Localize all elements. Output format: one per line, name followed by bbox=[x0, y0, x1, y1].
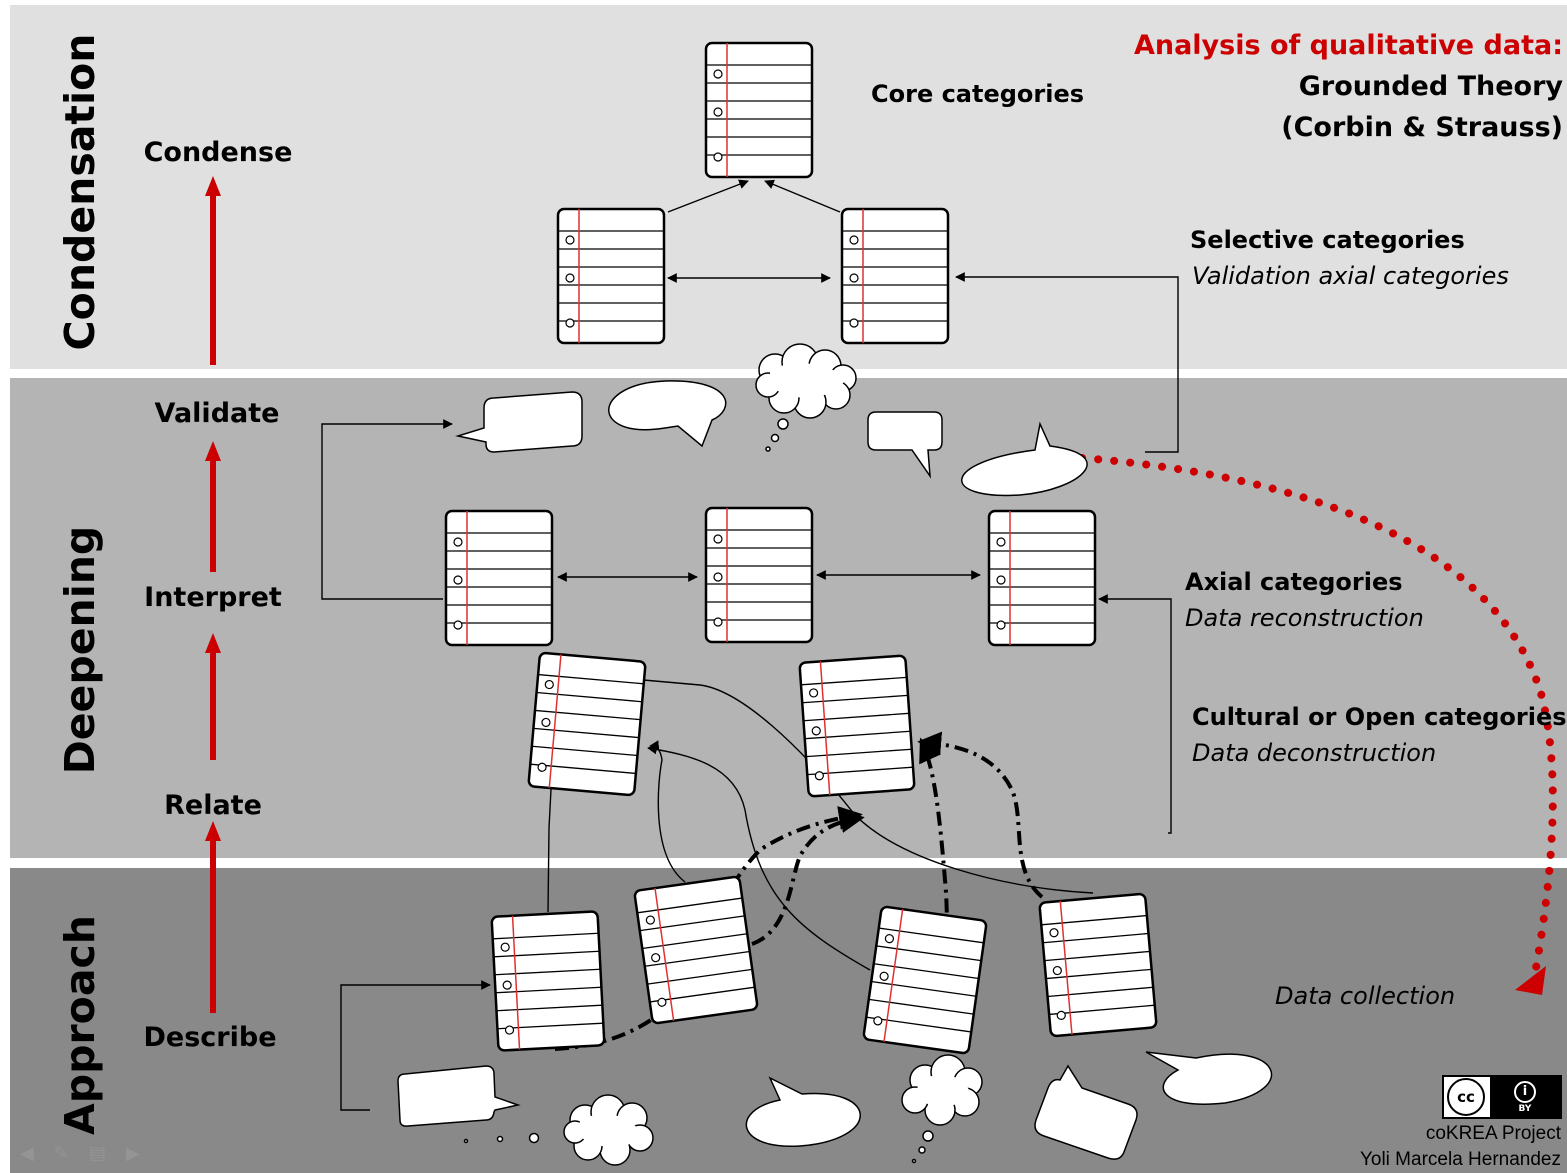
speech-bubble-icon bbox=[455, 391, 583, 453]
data-collection-arrow bbox=[1078, 454, 1557, 972]
data-notebook bbox=[490, 910, 606, 1052]
by-label: BY bbox=[1518, 1103, 1532, 1114]
thought-cloud-icon bbox=[901, 1054, 983, 1164]
speech-bubble-icon bbox=[961, 421, 1088, 497]
selective-category-notebook bbox=[556, 207, 666, 345]
cc-license-icon: cc i BY bbox=[1442, 1075, 1562, 1119]
axial-category-notebook bbox=[704, 506, 814, 644]
open-category-notebook bbox=[527, 651, 647, 797]
speech-bubble-icon bbox=[745, 1076, 861, 1147]
speech-bubble-icon bbox=[608, 380, 727, 448]
stage-label-approach: Approach bbox=[56, 915, 104, 1135]
project-credit: coKREA Project bbox=[1425, 1123, 1561, 1144]
title-line-1: Analysis of qualitative data: bbox=[1133, 30, 1563, 61]
axial-categories-sub: Data reconstruction bbox=[1185, 604, 1424, 632]
title-line-3: (Corbin & Strauss) bbox=[1281, 112, 1563, 143]
axial-category-notebook bbox=[444, 509, 554, 647]
stage-label-deepening: Deepening bbox=[56, 525, 104, 775]
arrow-up-icon bbox=[205, 821, 221, 841]
arrow-up-icon bbox=[205, 176, 221, 196]
speech-bubble-icon bbox=[1034, 1064, 1138, 1160]
stage-label-condensation: Condensation bbox=[56, 33, 104, 351]
step-validate: Validate bbox=[154, 398, 280, 429]
thought-cloud-icon bbox=[755, 343, 857, 452]
title-line-2: Grounded Theory bbox=[1298, 71, 1563, 102]
speech-bubble-icon bbox=[1145, 1051, 1273, 1105]
data-notebook bbox=[861, 905, 989, 1055]
step-arrows bbox=[205, 176, 221, 1013]
open-categories-sub: Data deconstruction bbox=[1192, 739, 1437, 767]
data-collection-label: Data collection bbox=[1275, 982, 1456, 1010]
author-credit: Yoli Marcela Hernandez bbox=[1359, 1149, 1561, 1170]
cc-symbol: cc bbox=[1447, 1078, 1485, 1116]
data-collection-arrowhead bbox=[1515, 966, 1546, 995]
core-categories-label: Core categories bbox=[871, 80, 1085, 108]
next-slide-icon[interactable]: ▶ bbox=[125, 1143, 140, 1164]
pen-icon[interactable]: ✎ bbox=[53, 1143, 69, 1164]
speech-bubble-icon bbox=[867, 411, 943, 479]
selective-categories-sub: Validation axial categories bbox=[1192, 262, 1509, 290]
step-relate: Relate bbox=[164, 790, 262, 821]
step-condense: Condense bbox=[143, 137, 293, 168]
previous-slide-icon[interactable]: ◀ bbox=[20, 1143, 34, 1164]
speech-bubble-icon bbox=[397, 1065, 521, 1127]
step-interpret: Interpret bbox=[144, 582, 282, 613]
step-describe: Describe bbox=[143, 1022, 277, 1053]
arrow-up-icon bbox=[205, 441, 221, 461]
selective-categories-label: Selective categories bbox=[1190, 226, 1465, 254]
bubbles bbox=[397, 343, 1273, 1166]
axial-categories-label: Axial categories bbox=[1185, 568, 1403, 596]
menu-icon[interactable]: ▤ bbox=[88, 1143, 106, 1164]
open-category-notebook bbox=[798, 654, 916, 798]
axial-category-notebook bbox=[987, 509, 1097, 647]
slideshow-nav[interactable]: ◀ ✎ ▤ ▶ bbox=[20, 1143, 140, 1164]
attribution-icon: i bbox=[1514, 1080, 1536, 1103]
arrow-up-icon bbox=[205, 633, 221, 653]
selective-category-notebook bbox=[840, 207, 950, 345]
core-category-notebook bbox=[704, 41, 814, 179]
notebooks bbox=[444, 41, 1158, 1055]
thought-cloud-icon bbox=[463, 1094, 654, 1166]
open-categories-label: Cultural or Open categories bbox=[1192, 703, 1567, 731]
data-notebook bbox=[632, 875, 760, 1025]
data-notebook bbox=[1038, 892, 1158, 1038]
by-block: i BY bbox=[1490, 1077, 1560, 1117]
